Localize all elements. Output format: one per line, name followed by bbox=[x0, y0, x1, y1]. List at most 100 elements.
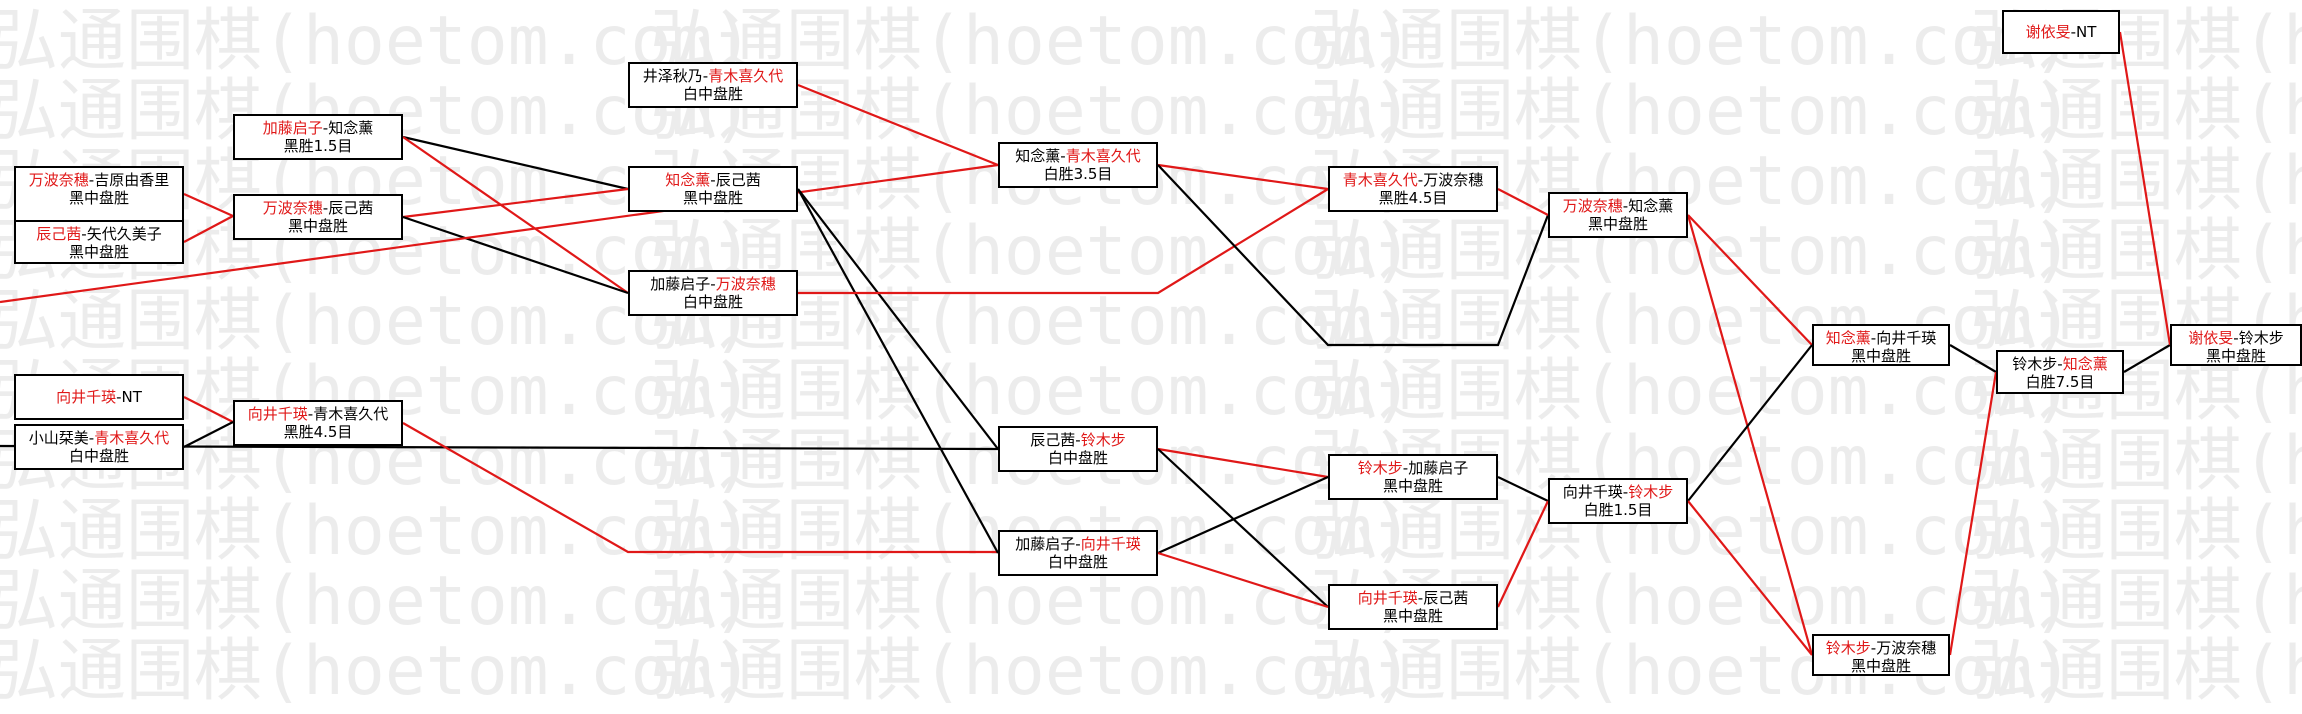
player-name: 向井千瑛 bbox=[1876, 329, 1937, 347]
match-box: 万波奈穗-知念薰黑中盘胜 bbox=[1548, 192, 1688, 238]
separator: - bbox=[2070, 23, 2077, 41]
player-name: 铃木步 bbox=[1825, 639, 1871, 657]
match-result: 黑中盘胜 bbox=[1382, 477, 1443, 495]
connector-line bbox=[183, 396, 234, 423]
separator: - bbox=[702, 67, 709, 85]
match-result: 黑中盘胜 bbox=[1850, 657, 1911, 675]
match-box: 井泽秋乃-青木喜久代白中盘胜 bbox=[628, 62, 798, 108]
match-players: 万波奈穗-吉原由香里 bbox=[16, 171, 182, 189]
connector-line bbox=[797, 188, 999, 554]
match-players: 知念薰-辰己茜 bbox=[630, 171, 796, 189]
separator: - bbox=[2057, 355, 2063, 373]
match-result: 白胜7.5目 bbox=[2025, 373, 2095, 391]
player-name: 向井千瑛 bbox=[56, 388, 117, 406]
player-name: 向井千瑛 bbox=[1080, 535, 1141, 553]
player-name: 加藤启子 bbox=[1408, 459, 1469, 477]
connector-line bbox=[402, 136, 629, 294]
connector-line bbox=[402, 215, 629, 295]
connector-line bbox=[2123, 344, 2171, 373]
player-name: 青木喜久代 bbox=[708, 67, 784, 85]
connector-line bbox=[2118, 31, 2172, 346]
match-players: 谢依旻-NT bbox=[2004, 23, 2118, 41]
match-players: 向井千瑛-铃木步 bbox=[1550, 483, 1686, 501]
match-box: 知念薰-向井千瑛黑中盘胜 bbox=[1812, 324, 1950, 366]
player-name: 谢依旻 bbox=[2188, 329, 2234, 347]
connector-line bbox=[1157, 551, 1329, 609]
match-result: 黑中盘胜 bbox=[68, 189, 129, 207]
match-players: 小山栞美-青木喜久代 bbox=[16, 429, 182, 447]
match-box: 铃木步-万波奈穗黑中盘胜 bbox=[1812, 634, 1950, 676]
match-players: 铃木步-知念薰 bbox=[1998, 355, 2122, 373]
match-box: 辰己茜-铃木步白中盘胜 bbox=[998, 426, 1158, 472]
match-box: 万波奈穗-吉原由香里黑中盘胜 bbox=[14, 166, 184, 222]
player-name: 辰己茜 bbox=[1423, 589, 1469, 607]
separator: - bbox=[88, 429, 95, 447]
connector-line bbox=[1948, 371, 1998, 656]
match-players: 铃木步-加藤启子 bbox=[1330, 459, 1496, 477]
player-name: NT bbox=[121, 388, 142, 406]
player-name: 知念薰 bbox=[1825, 329, 1871, 347]
player-name: 吉原由香里 bbox=[94, 171, 170, 189]
match-result: 黑中盘胜 bbox=[287, 217, 348, 235]
player-name: 铃木步 bbox=[1628, 483, 1674, 501]
connector-line bbox=[402, 135, 629, 191]
player-name: 辰己茜 bbox=[715, 171, 761, 189]
player-name: 万波奈穗 bbox=[1562, 197, 1623, 215]
player-name: 铃木步 bbox=[1357, 459, 1403, 477]
connector-line bbox=[1157, 164, 1550, 347]
player-name: 加藤启子 bbox=[1015, 535, 1076, 553]
match-box: 知念薰-青木喜久代白胜3.5目 bbox=[998, 142, 1158, 188]
player-name: 知念薰 bbox=[1628, 197, 1674, 215]
match-result: 黑中盘胜 bbox=[1382, 607, 1443, 625]
separator: - bbox=[1622, 197, 1629, 215]
separator: - bbox=[322, 199, 329, 217]
player-name: 铃木步 bbox=[2238, 329, 2284, 347]
match-box: 知念薰-辰己茜黑中盘胜 bbox=[628, 166, 798, 212]
player-name: 辰己茜 bbox=[1030, 431, 1076, 449]
match-box: 小山栞美-青木喜久代白中盘胜 bbox=[14, 424, 184, 470]
connector-line bbox=[1686, 214, 1814, 656]
connector-line bbox=[183, 192, 234, 218]
match-players: 青木喜久代-万波奈穗 bbox=[1330, 171, 1496, 189]
match-players: 井泽秋乃-青木喜久代 bbox=[630, 67, 796, 85]
connector-line bbox=[1157, 448, 1329, 608]
separator: - bbox=[1870, 329, 1877, 347]
connector-line bbox=[798, 188, 1329, 295]
match-players: 铃木步-万波奈穗 bbox=[1814, 639, 1948, 657]
connector-line bbox=[797, 188, 999, 450]
separator: - bbox=[88, 171, 95, 189]
separator: - bbox=[1870, 639, 1877, 657]
player-name: 万波奈穗 bbox=[262, 199, 323, 217]
separator: - bbox=[116, 388, 122, 406]
match-box: 加藤启子-万波奈穗白中盘胜 bbox=[628, 270, 798, 316]
separator: - bbox=[1417, 171, 1424, 189]
connector-line bbox=[797, 83, 999, 167]
match-players: 谢依旻-铃木步 bbox=[2172, 329, 2300, 347]
connector-line bbox=[1497, 188, 1549, 216]
player-name: 铃木步 bbox=[2012, 355, 2058, 373]
match-box: 青木喜久代-万波奈穗黑胜4.5目 bbox=[1328, 166, 1498, 212]
match-result: 白中盘胜 bbox=[682, 85, 743, 103]
connector-line bbox=[1949, 344, 1997, 373]
match-result: 白中盘胜 bbox=[1047, 553, 1108, 571]
player-name: 青木喜久代 bbox=[94, 429, 170, 447]
match-box: 加藤启子-知念薰黑胜1.5目 bbox=[233, 114, 403, 160]
connector-line bbox=[1687, 344, 1813, 502]
separator: - bbox=[1060, 147, 1066, 165]
match-box: 向井千瑛-青木喜久代黑胜4.5目 bbox=[233, 400, 403, 446]
match-box: 谢依旻-NT bbox=[2002, 10, 2120, 54]
player-name: 铃木步 bbox=[1080, 431, 1126, 449]
match-players: 知念薰-青木喜久代 bbox=[1000, 147, 1156, 165]
match-players: 加藤启子-向井千瑛 bbox=[1000, 535, 1156, 553]
player-name: 井泽秋乃 bbox=[642, 67, 703, 85]
match-box: 向井千瑛-辰己茜黑中盘胜 bbox=[1328, 584, 1498, 630]
match-box: 铃木步-加藤启子黑中盘胜 bbox=[1328, 454, 1498, 500]
bracket-lines bbox=[0, 31, 2172, 656]
connector-line bbox=[1157, 475, 1329, 555]
player-name: 向井千瑛 bbox=[247, 405, 308, 423]
separator: - bbox=[2233, 329, 2239, 347]
player-name: 青木喜久代 bbox=[313, 405, 389, 423]
match-result: 黑中盘胜 bbox=[1850, 347, 1911, 365]
player-name: 万波奈穗 bbox=[1423, 171, 1484, 189]
match-result: 黑中盘胜 bbox=[682, 189, 743, 207]
